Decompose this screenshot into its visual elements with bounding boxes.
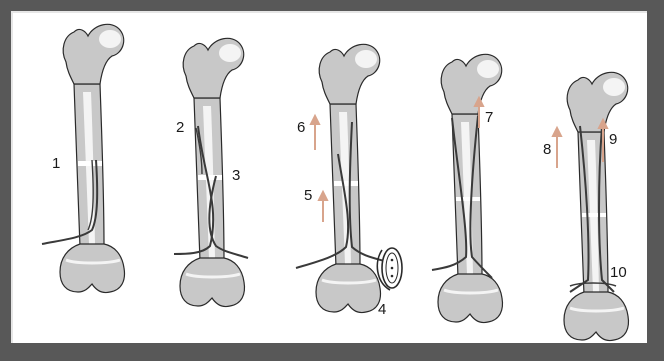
label-9: 9 [609, 131, 617, 148]
label-5: 5 [304, 187, 312, 204]
femur-step-5-icon [564, 72, 628, 340]
label-7: 7 [485, 109, 493, 126]
label-2: 2 [176, 119, 184, 136]
label-4: 4 [378, 301, 386, 318]
arrow-5-icon [319, 192, 327, 222]
femur-step-3-icon [296, 44, 388, 312]
bending-tool-icon [377, 248, 402, 290]
arrow-8-icon [553, 128, 561, 168]
femur-step-4-icon [432, 54, 502, 322]
arrow-6-icon [311, 116, 319, 150]
label-1: 1 [52, 155, 60, 172]
label-6: 6 [297, 119, 305, 136]
label-8: 8 [543, 141, 551, 158]
label-10: 10 [610, 264, 627, 281]
label-3: 3 [232, 167, 240, 184]
